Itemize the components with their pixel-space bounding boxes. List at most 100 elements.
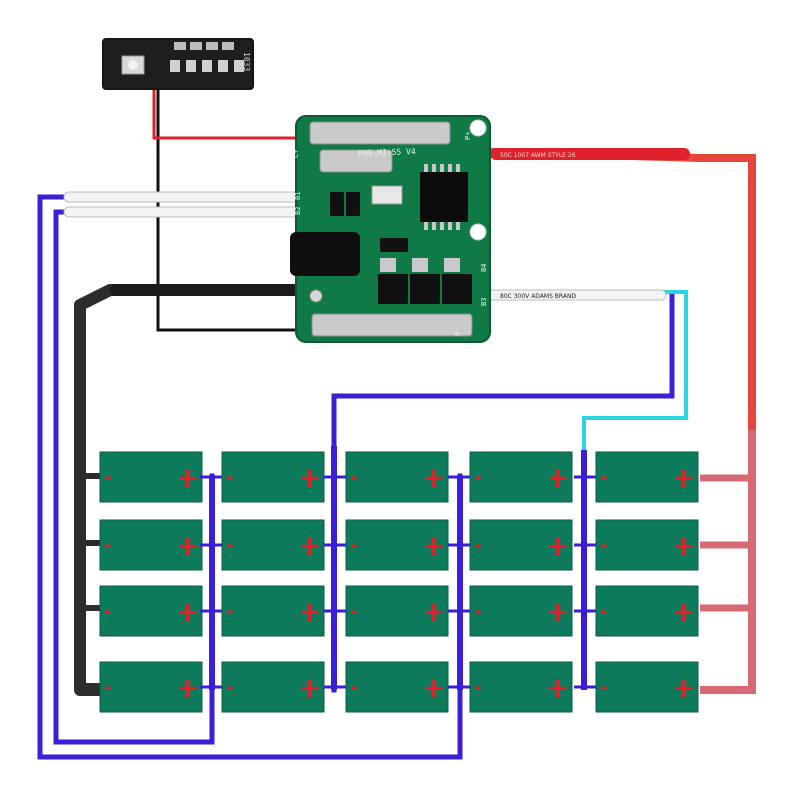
cell-body [346,662,448,712]
battery-cell: -+ [221,451,325,503]
battery-cell: -+ [99,585,203,637]
white-wire-print: 80C 300V ADAMS BRAND [500,293,576,300]
parallel-tie-wires [200,475,596,689]
battery-cell: -+ [221,519,325,571]
minus-terminal-icon: - [350,601,357,622]
cell-body [470,452,572,502]
cell-body [596,520,698,570]
cell-body [346,586,448,636]
plus-terminal-icon: + [422,529,445,562]
battery-cell: -+ [595,585,699,637]
minus-terminal-icon: - [350,677,357,698]
battery-cell: -+ [469,519,573,571]
cell-body [100,520,202,570]
plus-terminal-icon: + [298,461,321,494]
battery-cell: -+ [345,519,449,571]
pad-c-plus: C+ [292,150,300,158]
ic-chip [420,172,468,222]
inductor-icon [290,232,360,276]
minus-terminal-icon: - [226,601,233,622]
cell-body [470,586,572,636]
battery-cell: -+ [595,451,699,503]
battery-cell: -+ [469,451,573,503]
minus-terminal-icon: - [104,677,111,698]
cell-body [596,452,698,502]
plus-terminal-icon: + [672,595,695,628]
minus-terminal-icon: - [226,677,233,698]
plus-terminal-icon: + [298,671,321,704]
pad-b2: B2 [294,207,302,215]
cell-body [470,662,572,712]
plus-terminal-icon: + [422,595,445,628]
minus-terminal-icon: - [226,535,233,556]
cell-body [346,520,448,570]
cell-body [100,662,202,712]
battery-cell: -+ [469,661,573,713]
cell-body [346,452,448,502]
minus-terminal-icon: - [350,535,357,556]
mosfet-3 [442,274,472,304]
cell-body [100,452,202,502]
plus-terminal-icon: + [672,461,695,494]
plus-terminal-icon: + [176,461,199,494]
battery-cell: -+ [99,661,203,713]
cell-body [100,586,202,636]
cell-body [222,520,324,570]
battery-cell: -+ [345,451,449,503]
battery-cell: -+ [221,661,325,713]
pad-p-plus: P+ [464,132,472,140]
battery-cell: -+ [99,519,203,571]
plus-terminal-icon: + [422,461,445,494]
pad-b3: B3 [480,298,488,306]
plus-terminal-icon: + [422,671,445,704]
pad-b1: B1 [294,192,302,200]
cell-body [596,662,698,712]
minus-terminal-icon: - [104,467,111,488]
push-button-icon [121,55,145,75]
red-wire-print: 50C 1007 AWM STYLE 26 [500,152,576,159]
led-indicator-board: 1033 [102,38,254,90]
plus-terminal-icon: + [672,529,695,562]
minus-terminal-icon: - [600,677,607,698]
battery-cell: -+ [345,585,449,637]
plus-terminal-icon: + [298,595,321,628]
led-black-wire [156,90,318,332]
minus-terminal-icon: - [104,601,111,622]
plus-terminal-icon: + [546,671,569,704]
minus-terminal-icon: - [474,601,481,622]
b4-cyan-wire [582,290,688,456]
minus-terminal-icon: - [474,467,481,488]
pcb-tab-bottom [311,313,473,337]
plus-terminal-icon: + [546,529,569,562]
pad-b4: B4 [480,264,488,272]
led-red-wire [152,90,316,140]
mosfet-2 [410,274,440,304]
battery-cell: -+ [595,519,699,571]
pcb-tab-top [309,121,451,145]
led-board-label: 1033 [242,52,251,71]
minus-terminal-icon: - [474,535,481,556]
led-row-icon [170,60,244,72]
cell-grid: -+-+-+-+-+-+-+-+-+-+-+-+-+-+-+-+-+-+-+-+ [99,451,699,713]
minus-terminal-icon: - [350,467,357,488]
minus-terminal-icon: - [600,467,607,488]
minus-terminal-icon: - [474,677,481,698]
cell-body [222,586,324,636]
plus-terminal-icon: + [176,595,199,628]
cell-body [222,452,324,502]
bms-board: PNS-MI-55 V4 C+ P+ B1 B2 B3 B4 P- [290,115,491,343]
mosfet-1 [378,274,408,304]
plus-terminal-icon: + [546,461,569,494]
battery-cell: -+ [221,585,325,637]
plus-terminal-icon: + [672,671,695,704]
plus-terminal-icon: + [176,529,199,562]
cell-body [470,520,572,570]
battery-cell: -+ [595,661,699,713]
plus-terminal-icon: + [176,671,199,704]
series-links [209,446,587,690]
minus-terminal-icon: - [104,535,111,556]
cell-body [222,662,324,712]
white-leads: 80C 300V ADAMS BRAND 50C 1007 AWM STYLE … [63,148,690,301]
led-icon [174,42,234,50]
